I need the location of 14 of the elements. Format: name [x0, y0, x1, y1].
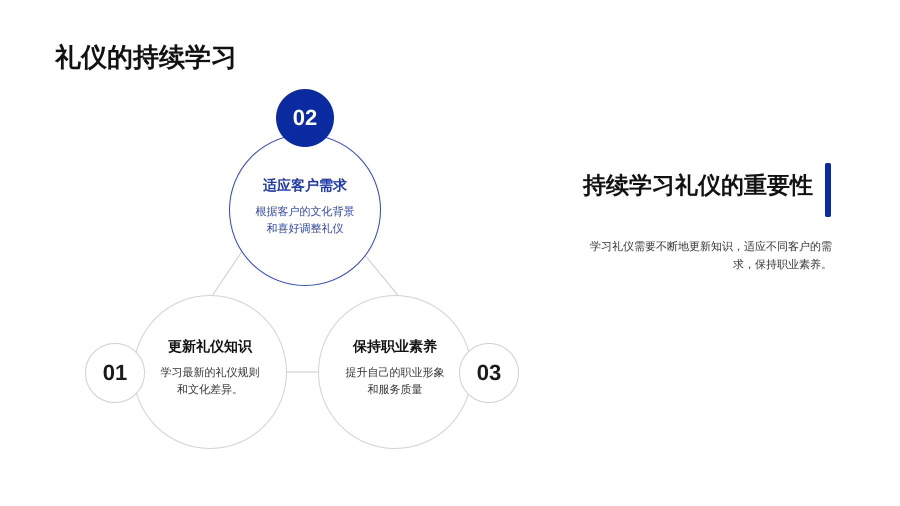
step-number: 01 — [102, 360, 128, 386]
description-text: 学习礼仪需要不断地更新知识，适应不同客户的需求，保持职业素养。 — [589, 240, 832, 273]
connector-line — [365, 255, 398, 296]
step-number: 02 — [292, 105, 318, 131]
step-number: 03 — [476, 360, 502, 386]
step-description: 提升自己的职业形象和服务质量 — [344, 366, 446, 398]
step-heading: 适应客户需求 — [263, 176, 347, 195]
step-heading: 保持职业素养 — [353, 337, 437, 356]
step-heading: 更新礼仪知识 — [168, 337, 252, 356]
connector-line — [212, 251, 242, 296]
section-heading: 持续学习礼仪的重要性 — [583, 171, 813, 200]
step-description: 根据客户的文化背景和喜好调整礼仪 — [254, 204, 356, 237]
page-title: 礼仪的持续学习 — [55, 41, 237, 74]
step-description: 学习最新的礼仪规则和文化差异。 — [160, 366, 260, 398]
